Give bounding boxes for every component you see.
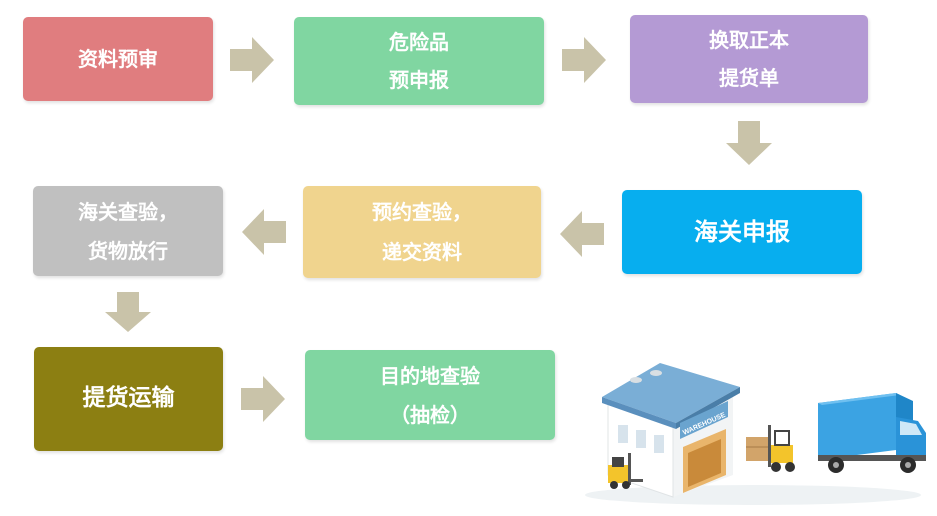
step-exchange-original-delivery-order: 换取正本 提货单 [630, 15, 868, 103]
arrow-left-icon [242, 209, 286, 255]
step-book-inspection-line2: 递交资料 [382, 240, 462, 264]
step-document-pre-review: 资料预审 [23, 17, 213, 101]
step-customs-inspection-release: 海关查验， 货物放行 [33, 186, 223, 276]
step-exchange-line1: 换取正本 [709, 28, 789, 52]
arrow-down-icon [726, 121, 772, 165]
step-destination-inspection: 目的地查验 （抽检） [305, 350, 555, 440]
step-customs-inspection-line1: 海关查验， [78, 199, 178, 224]
truck-icon [818, 393, 926, 473]
step-destination-inspection-line2: （抽检） [390, 402, 470, 427]
step-destination-inspection-line1: 目的地查验 [380, 363, 480, 388]
step-dangerous-goods-pre-declaration: 危险品 预申报 [294, 17, 544, 105]
step-dangerous-goods-line1: 危险品 [389, 30, 449, 54]
warehouse-icon: WAREHOUSE [602, 363, 740, 498]
step-customs-declaration: 海关申报 [622, 190, 862, 274]
step-book-inspection-submit-documents: 预约查验， 递交资料 [303, 186, 541, 278]
arrow-right-icon [241, 376, 285, 422]
arrow-down-icon [105, 292, 151, 332]
step-dangerous-goods-line2: 预申报 [389, 68, 449, 92]
step-book-inspection-line1: 预约查验， [372, 200, 472, 224]
step-exchange-line2: 提货单 [719, 66, 779, 90]
step-customs-declaration-label: 海关申报 [694, 217, 790, 246]
step-document-pre-review-label: 资料预审 [78, 47, 158, 71]
step-pickup-transport: 提货运输 [34, 347, 223, 451]
step-pickup-transport-label: 提货运输 [82, 385, 175, 412]
arrow-right-icon [562, 37, 606, 83]
arrow-right-icon [230, 37, 274, 83]
forklift-icon [746, 425, 795, 472]
arrow-left-icon [560, 211, 604, 257]
logistics-illustration: WAREHOUSE [578, 325, 930, 510]
forklift-icon [608, 453, 643, 489]
step-customs-inspection-line2: 货物放行 [88, 238, 168, 263]
